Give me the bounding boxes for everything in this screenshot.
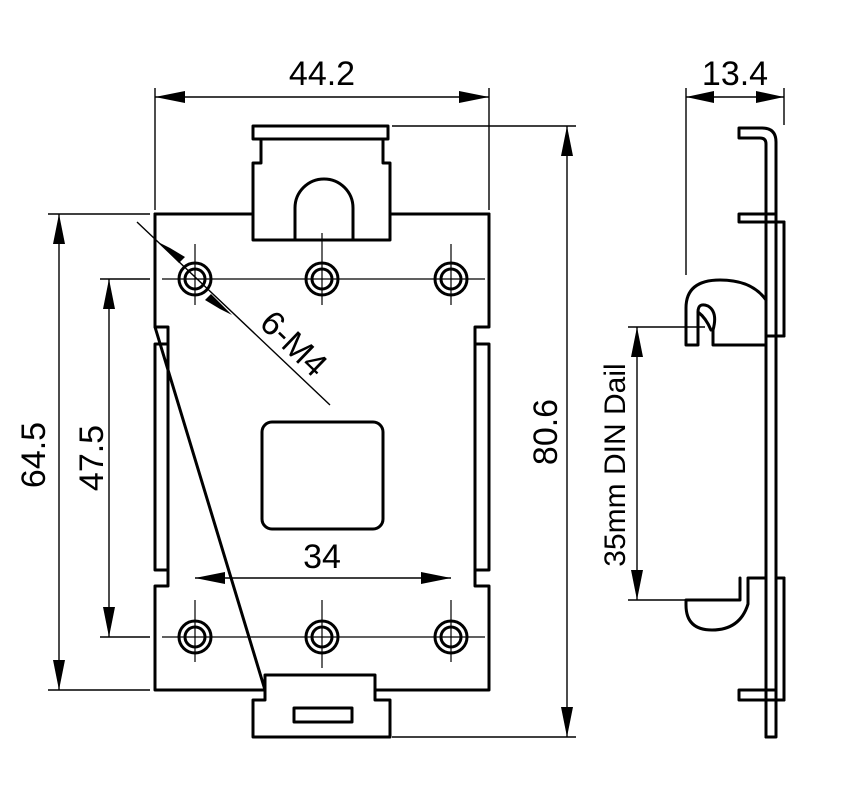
front-view [153,124,491,739]
hole-pitch-v-label: 47.5 [73,425,111,491]
mounting-plate [153,212,491,692]
bottom-clip-slot [292,706,354,724]
body-height-label: 64.5 [15,422,53,488]
dim-total-height [392,125,576,738]
dim-width [154,88,490,210]
depth-label: 13.4 [702,55,768,93]
total-height-label: 80.6 [527,399,565,465]
hole-2 [304,261,340,297]
center-window [260,420,385,531]
din-rail-label: 35mm DIN Dail [599,363,632,566]
dim-din-rail [628,326,705,601]
bottom-clip [251,673,392,739]
dim-body-height [48,213,150,691]
dim-hole-pitch-v [100,278,150,638]
dim-depth [685,88,785,275]
dim-holes-leader [136,221,331,406]
hole-5 [304,619,340,655]
dim-hole-pitch-h [195,572,451,584]
hole-3 [433,261,469,297]
hole-1 [177,261,213,297]
width-label: 44.2 [289,55,355,93]
hole-pitch-h-label: 34 [303,538,341,576]
side-view [684,126,786,739]
top-clip-slot [293,177,355,242]
top-clip [251,124,392,242]
hole-6 [433,619,469,655]
hole-4 [177,619,213,655]
m4-holes [177,261,469,655]
